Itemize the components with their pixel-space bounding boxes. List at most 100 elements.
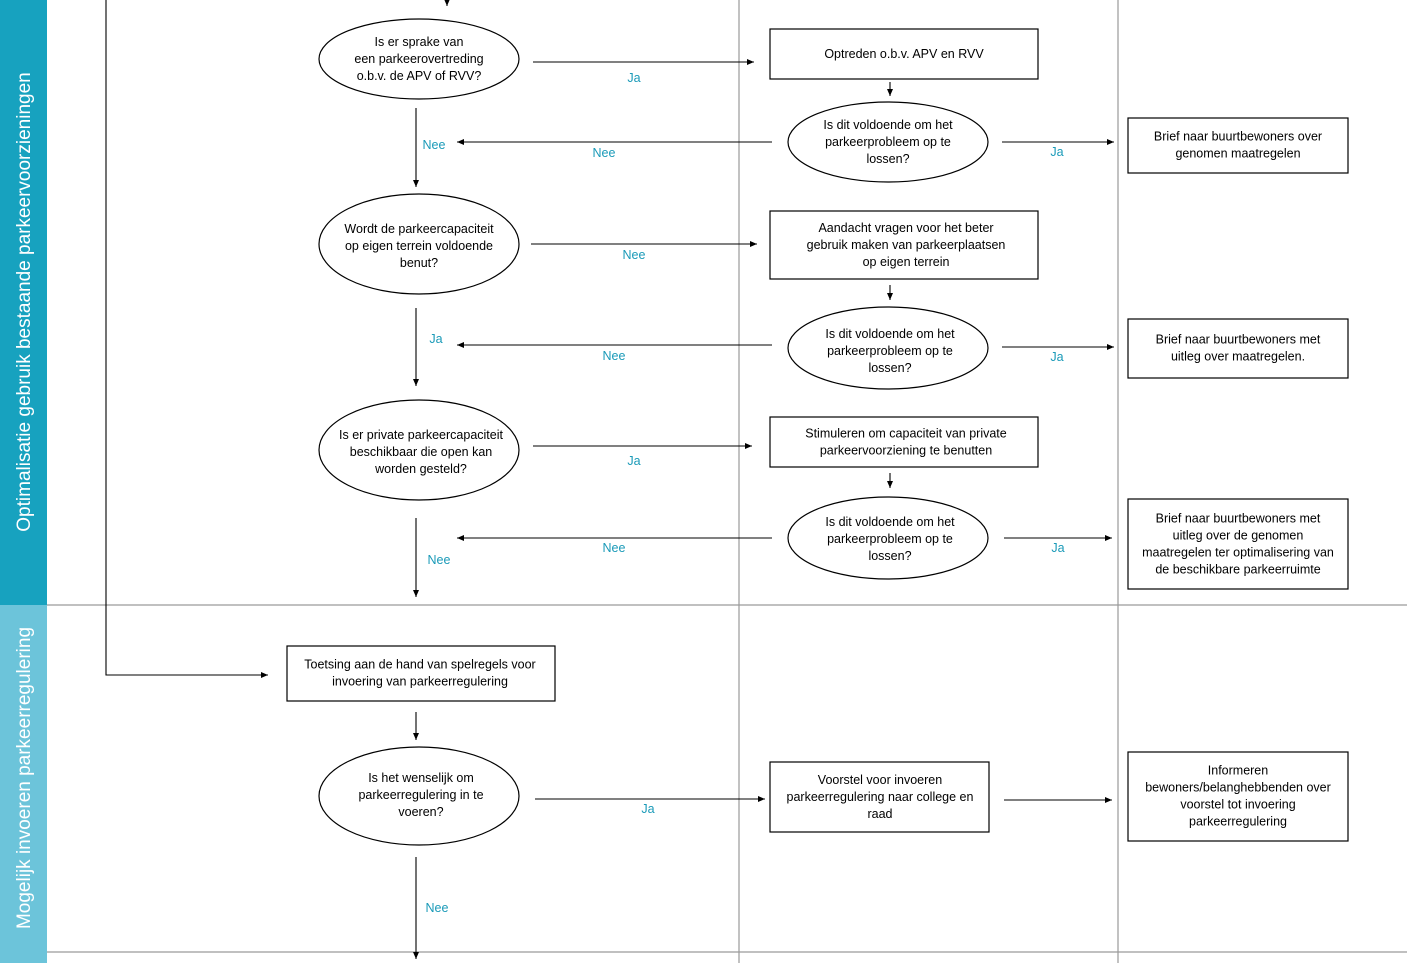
node-text-line: Optreden o.b.v. APV en RVV <box>824 47 984 61</box>
process-shape <box>286 645 556 702</box>
edge-labels: Ja Nee Nee Ja Nee Ja Nee Ja Ja Nee Nee J… <box>423 71 1065 915</box>
edge-label-c1-b1: Ja <box>1050 145 1063 159</box>
node-text-line: op eigen terrein <box>863 255 950 269</box>
node-text-v1: Voorstel voor invoeren parkeerregulering … <box>787 773 974 821</box>
edge-label-q2-a2: Nee <box>623 248 646 262</box>
node-text-line: een parkeerovertreding <box>354 52 483 66</box>
node-text-line: Is dit voldoende om het <box>823 118 953 132</box>
node-text-a1: Optreden o.b.v. APV en RVV <box>824 47 984 61</box>
process-shape <box>769 28 1039 80</box>
node-text-line: genomen maatregelen <box>1175 147 1300 161</box>
lane-band-2 <box>0 605 47 963</box>
node-b2: Brief naar buurtbewoners met uitleg over … <box>1127 318 1349 379</box>
node-text-line: op eigen terrein voldoende <box>345 239 493 253</box>
edge-label-q1-a1: Ja <box>627 71 640 85</box>
node-text-q2: Wordt de parkeercapaciteit op eigen terre… <box>344 222 494 270</box>
node-text-line: de beschikbare parkeerruimte <box>1155 563 1320 577</box>
node-text-line: Brief naar buurtbewoners over <box>1154 130 1322 144</box>
process-shape <box>1127 117 1349 174</box>
edge-label-c3-back: Nee <box>603 541 626 555</box>
node-q2: Wordt de parkeercapaciteit op eigen terre… <box>318 193 520 295</box>
node-text-line: Brief naar buurtbewoners met <box>1156 333 1321 347</box>
node-text-b1: Brief naar buurtbewoners over genomen maa… <box>1154 130 1322 161</box>
edge-label-q2-q3: Ja <box>429 332 442 346</box>
node-text-line: invoering van parkeerregulering <box>332 675 508 689</box>
node-text-line: parkeerregulering naar college en <box>787 790 974 804</box>
decision-shape <box>787 306 989 390</box>
node-text-line: maatregelen ter optimalisering van <box>1142 546 1334 560</box>
node-text-line: Is er sprake van <box>375 35 464 49</box>
node-text-line: uitleg over de genomen <box>1173 529 1304 543</box>
node-text-line: lossen? <box>868 549 911 563</box>
process-shape <box>1127 318 1349 379</box>
lane-label-regulering: Mogelijk invoeren parkeerregulering <box>14 627 35 929</box>
node-text-line: Toetsing aan de hand van spelregels voor <box>304 658 535 672</box>
node-v1: Voorstel voor invoeren parkeerregulering … <box>769 761 990 833</box>
node-t1: Toetsing aan de hand van spelregels voor… <box>286 645 556 702</box>
decision-shape <box>318 193 520 295</box>
node-c3: Is dit voldoende om het parkeerprobleem o… <box>787 496 989 580</box>
node-text-line: Is er private parkeercapaciteit <box>339 428 503 442</box>
decision-shape <box>318 746 520 846</box>
node-text-line: Is dit voldoende om het <box>825 327 955 341</box>
node-text-line: raad <box>867 807 892 821</box>
edge-label-c2-back: Nee <box>603 349 626 363</box>
node-text-line: Voorstel voor invoeren <box>818 773 942 787</box>
node-text-line: parkeerprobleem op te <box>827 532 953 546</box>
node-a1: Optreden o.b.v. APV en RVV <box>769 28 1039 80</box>
decision-shape <box>787 496 989 580</box>
node-text-line: parkeerregulering <box>1189 815 1287 829</box>
node-text-line: Is dit voldoende om het <box>825 515 955 529</box>
node-text-line: voorstel tot invoering <box>1180 798 1295 812</box>
node-text-line: uitleg over maatregelen. <box>1171 350 1305 364</box>
node-text-q3: Is er private parkeercapaciteit beschikba… <box>339 428 503 476</box>
edge-label-q3-a3: Ja <box>627 454 640 468</box>
node-text-line: Informeren <box>1208 764 1268 778</box>
swimlane-band-regulering: Mogelijk invoeren parkeerregulering <box>0 605 47 963</box>
node-text-q4: Is het wenselijk om parkeerregulering in … <box>358 771 483 819</box>
edge-label-c1-back: Nee <box>593 146 616 160</box>
node-text-line: Is het wenselijk om <box>368 771 474 785</box>
decision-shape <box>318 399 520 501</box>
node-text-line: Wordt de parkeercapaciteit <box>344 222 494 236</box>
node-text-line: benut? <box>400 256 438 270</box>
edge-label-q4-v1: Ja <box>641 802 654 816</box>
process-shape <box>769 761 990 833</box>
edges <box>105 0 1114 959</box>
process-shape <box>769 416 1039 468</box>
node-q4: Is het wenselijk om parkeerregulering in … <box>318 746 520 846</box>
node-text-line: parkeervoorziening te benutten <box>820 444 992 458</box>
node-text-line: gebruik maken van parkeerplaatsen <box>807 238 1006 252</box>
node-text-line: o.b.v. de APV of RVV? <box>357 69 482 83</box>
node-text-c3: Is dit voldoende om het parkeerprobleem o… <box>825 515 955 563</box>
edge-label-q1-q2: Nee <box>423 138 446 152</box>
node-q1: Is er sprake van een parkeerovertreding o.… <box>318 18 520 100</box>
node-text-b2: Brief naar buurtbewoners met uitleg over … <box>1156 333 1321 364</box>
edge-bypass-left <box>105 0 268 678</box>
node-text-line: parkeerregulering in te <box>358 788 483 802</box>
process-shape <box>1127 498 1349 590</box>
node-text-line: beschikbaar die open kan <box>350 445 493 459</box>
edge-label-c3-b3: Ja <box>1051 541 1064 555</box>
node-text-line: worden gesteld? <box>374 462 467 476</box>
node-text-line: voeren? <box>398 805 443 819</box>
decision-shape <box>787 101 989 183</box>
edge-label-c2-b2: Ja <box>1050 350 1063 364</box>
process-shape <box>769 210 1039 280</box>
swimlane-band-optimalisatie: Optimalisatie gebruik bestaande parkeerv… <box>0 0 47 605</box>
node-text-line: lossen? <box>868 361 911 375</box>
edge-label-q4-down: Nee <box>426 901 449 915</box>
decision-shape <box>318 18 520 100</box>
